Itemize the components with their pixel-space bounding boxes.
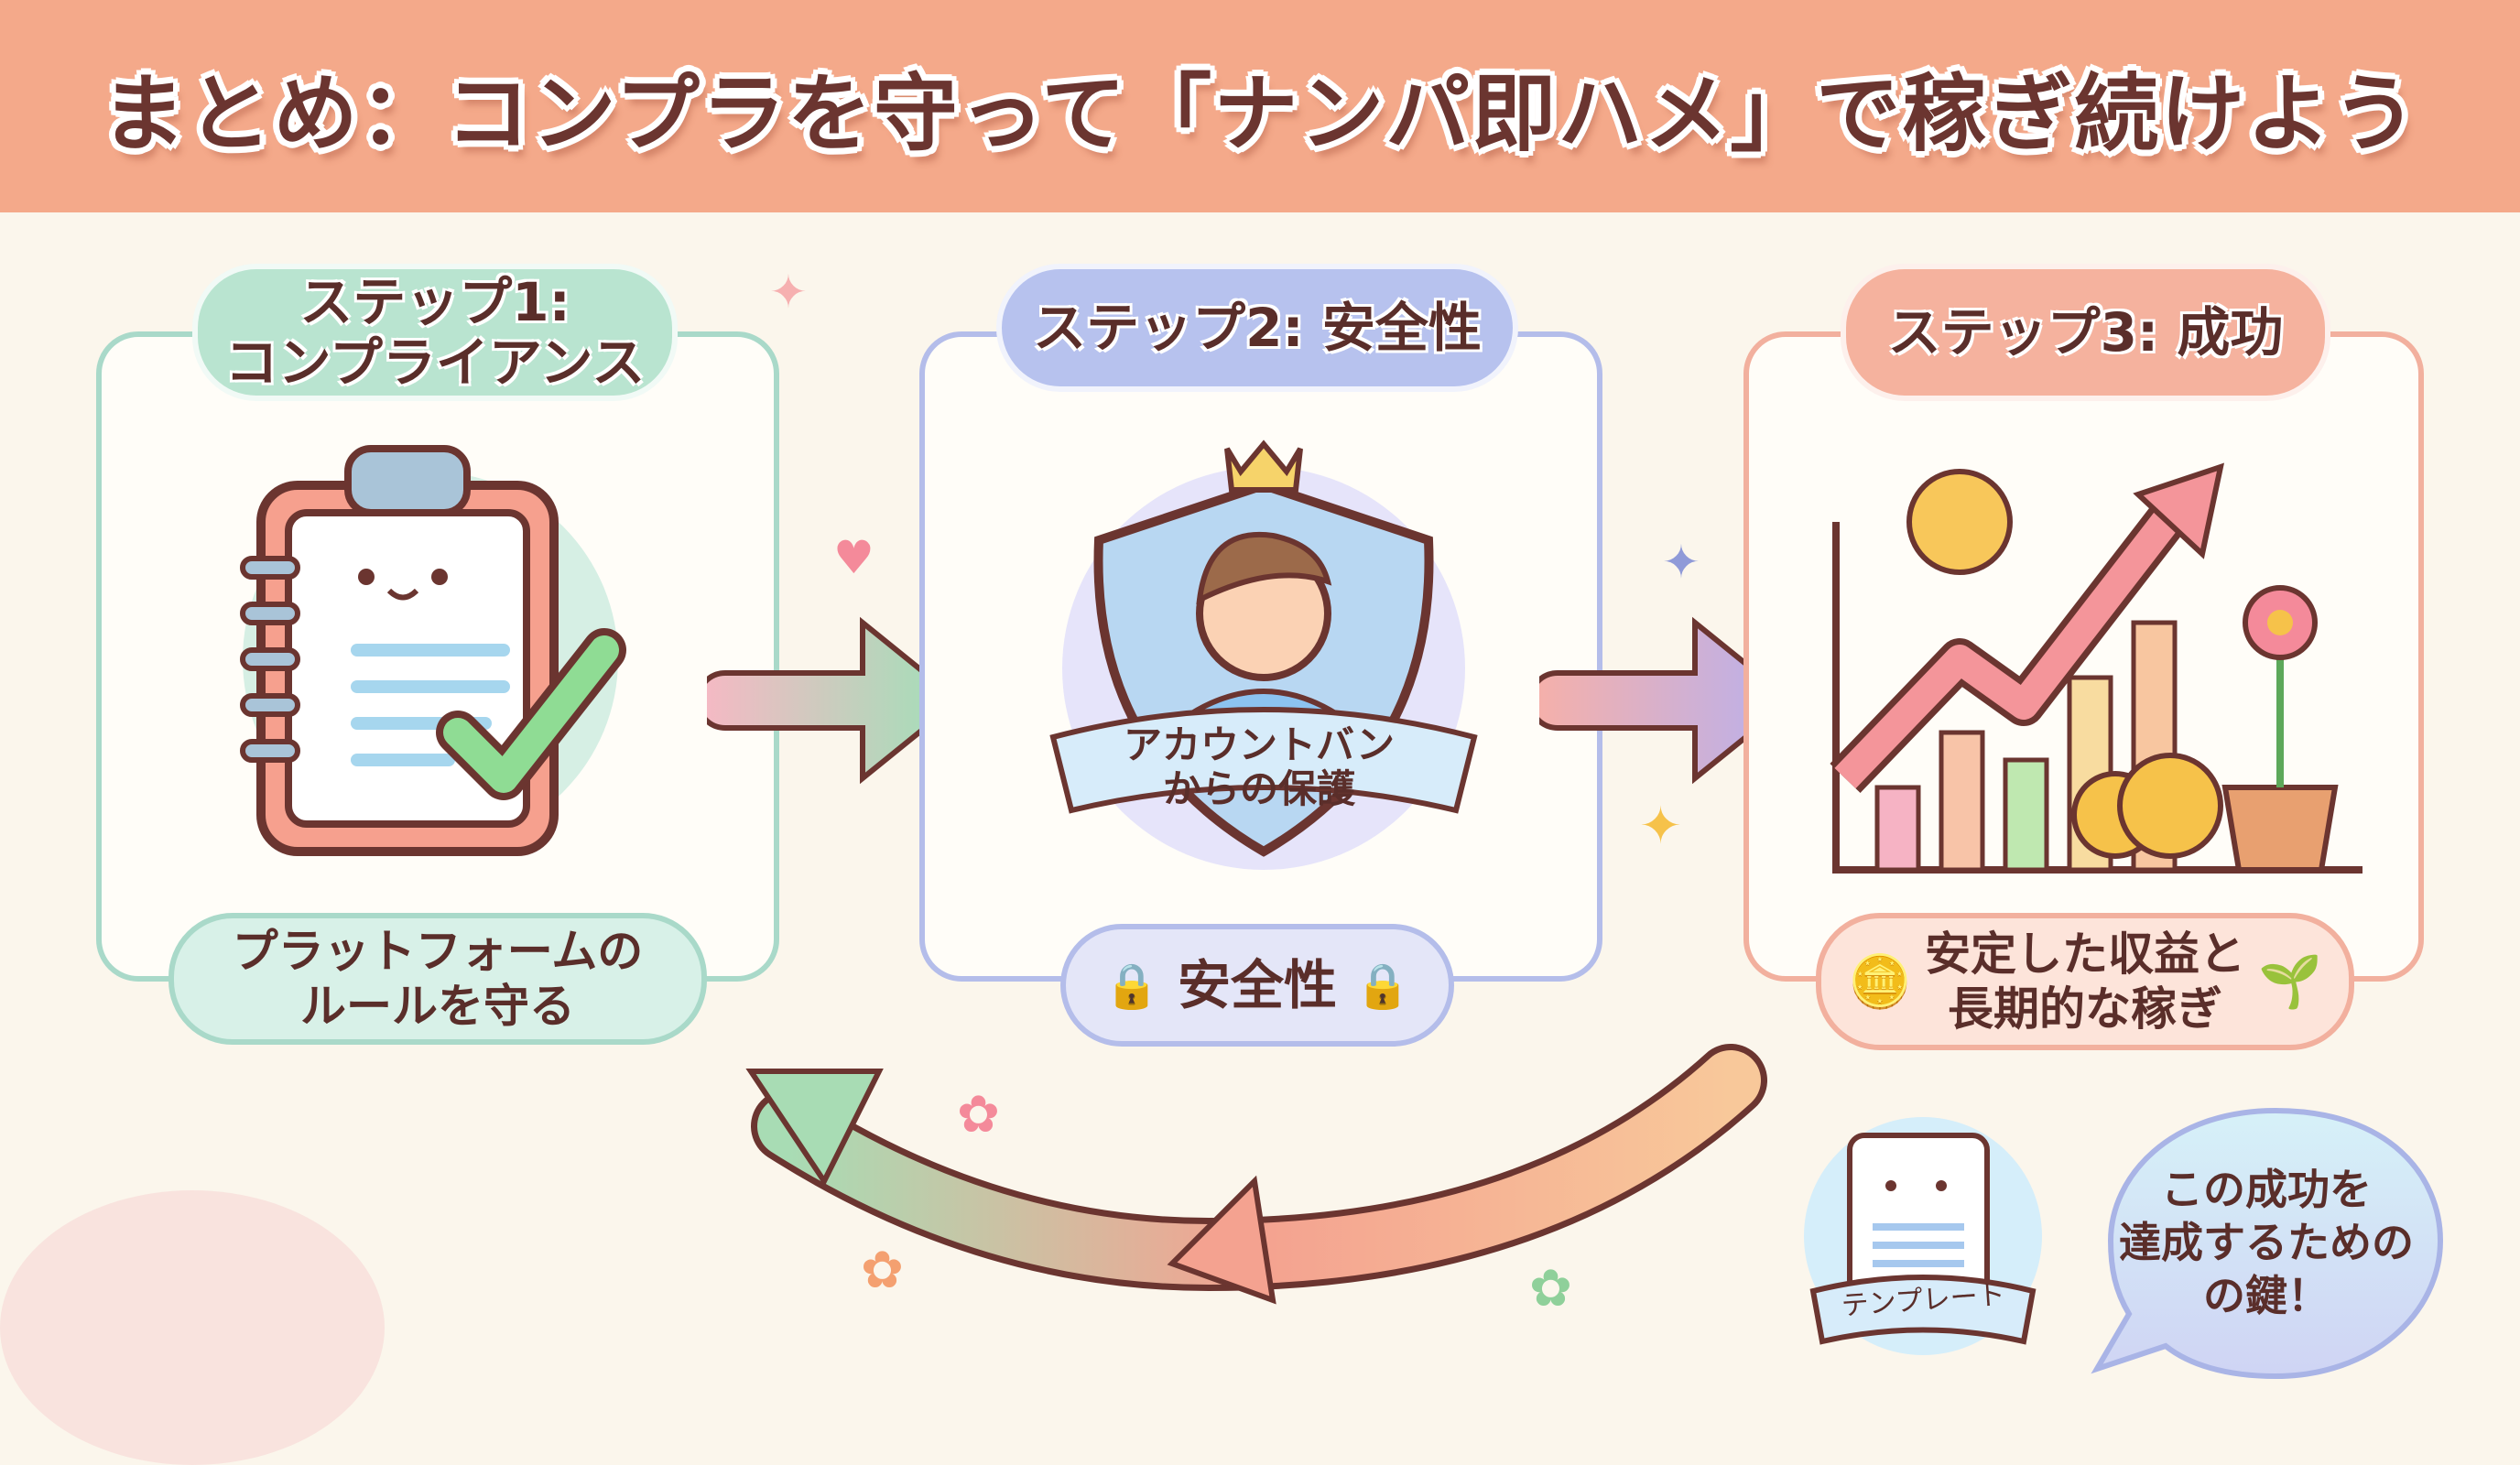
step1-footer-pill: プラットフォームのルールを守る [168,913,707,1045]
speech-line3: の鍵！ [2203,1271,2330,1320]
heart-icon: ♥ [833,531,874,584]
coins-icon: 🪙 [1848,952,1912,1012]
protection-ribbon-text: アカウントバン からの保護 [1062,723,1456,811]
page-title: まとめ：コンプラを守って「ナンパ即ハメ」で稼ぎ続けよう [101,64,2419,163]
step1-footer-line1: プラットフォームの [232,925,644,978]
flower-icon: ✿ [861,1241,904,1300]
lock-icon: 🔒 [1104,960,1159,1012]
sprout-icon: 🌱 [2258,952,2322,1012]
growth-chart-icon [1830,462,2362,874]
sparkle-icon: ✦ [1662,536,1700,589]
speech-bubble-icon [2091,1107,2444,1380]
step3-title-pill: ステップ3: 成功 [1841,264,2330,401]
sparkle-icon: ✦ [769,266,808,319]
step2-footer-pill: 🔒 安全性 🔒 [1060,924,1454,1047]
step3-footer-pill: 🪙 安定した収益と長期的な稼ぎ 🌱 [1816,913,2354,1050]
step3-title: ステップ3: 成功 [1887,301,2284,364]
speech-line2: 達成するための [2119,1218,2414,1267]
ribbon-line1: アカウントバン [1123,722,1396,767]
flower-icon: ✿ [1529,1259,1572,1318]
clipboard-checklist-icon [240,445,626,856]
arrow-right-icon [1539,616,1796,785]
step2-title-pill: ステップ2: 安全性 [996,264,1518,392]
lock-icon: 🔒 [1355,960,1410,1012]
header-banner: まとめ：コンプラを守って「ナンパ即ハメ」で稼ぎ続けよう [0,0,2520,212]
step1-title-pill: ステップ1:コンプライアンス [192,264,678,401]
speech-bubble-text: この成功を 達成するための の鍵！ [2111,1163,2422,1322]
step1-title-line1: ステップ1: [299,271,570,333]
curved-return-arrow-icon [745,1044,1767,1305]
step2-footer: 安全性 [1177,954,1337,1016]
sparkle-icon: ✦ [1639,797,1682,856]
speech-line1: この成功を [2161,1165,2372,1214]
arrow-right-icon [707,616,963,785]
cloud-icon [0,1190,385,1465]
flower-icon: ✿ [957,1085,1000,1145]
step2-title: ステップ2: 安全性 [1033,297,1482,359]
step1-footer-line2: ルールを守る [300,980,575,1033]
shield-person-icon [1049,440,1478,870]
step3-footer-line2: 長期的な稼ぎ [1948,982,2222,1036]
step1-title-line2: コンプライアンス [224,331,646,394]
template-scroll-icon [1804,1117,2042,1355]
step3-footer-line1: 安定した収益と [1925,928,2245,981]
ribbon-line2: からの保護 [1162,766,1355,811]
